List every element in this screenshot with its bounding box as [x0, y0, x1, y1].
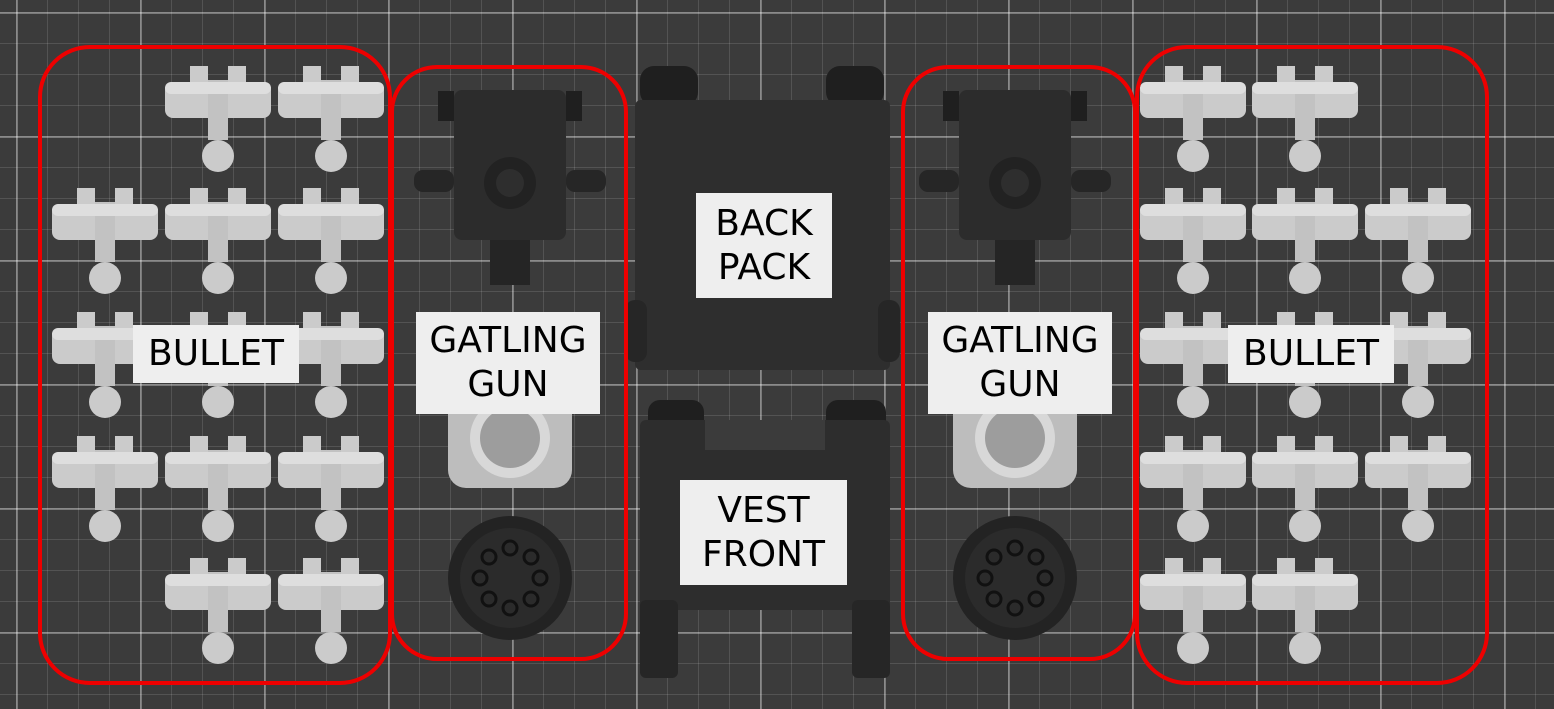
- bullet-left-text: BULLET: [148, 333, 284, 374]
- gatling-right-line1: GATLING: [941, 320, 1099, 361]
- vest-line1: VEST: [717, 489, 810, 531]
- gatling-left-label: GATLING GUN: [416, 312, 600, 414]
- gatling-left-line2: GUN: [467, 364, 549, 405]
- gatling-right-label: GATLING GUN: [928, 312, 1112, 414]
- outline-gatling-left: [390, 65, 628, 661]
- backpack-line2: PACK: [717, 246, 811, 288]
- gatling-right-line2: GUN: [979, 364, 1061, 405]
- bullet-right-text: BULLET: [1243, 333, 1379, 374]
- gatling-left-line1: GATLING: [429, 320, 587, 361]
- vest-front-label: VEST FRONT: [680, 480, 847, 585]
- bullet-right-label: BULLET: [1228, 325, 1394, 383]
- vest-line2: FRONT: [702, 533, 825, 575]
- group-outlines: [38, 45, 1489, 685]
- backpack-label: BACK PACK: [696, 193, 832, 298]
- outline-bullet-right: [1135, 45, 1489, 685]
- bullet-left-label: BULLET: [133, 325, 299, 383]
- backpack-line1: BACK: [715, 202, 813, 244]
